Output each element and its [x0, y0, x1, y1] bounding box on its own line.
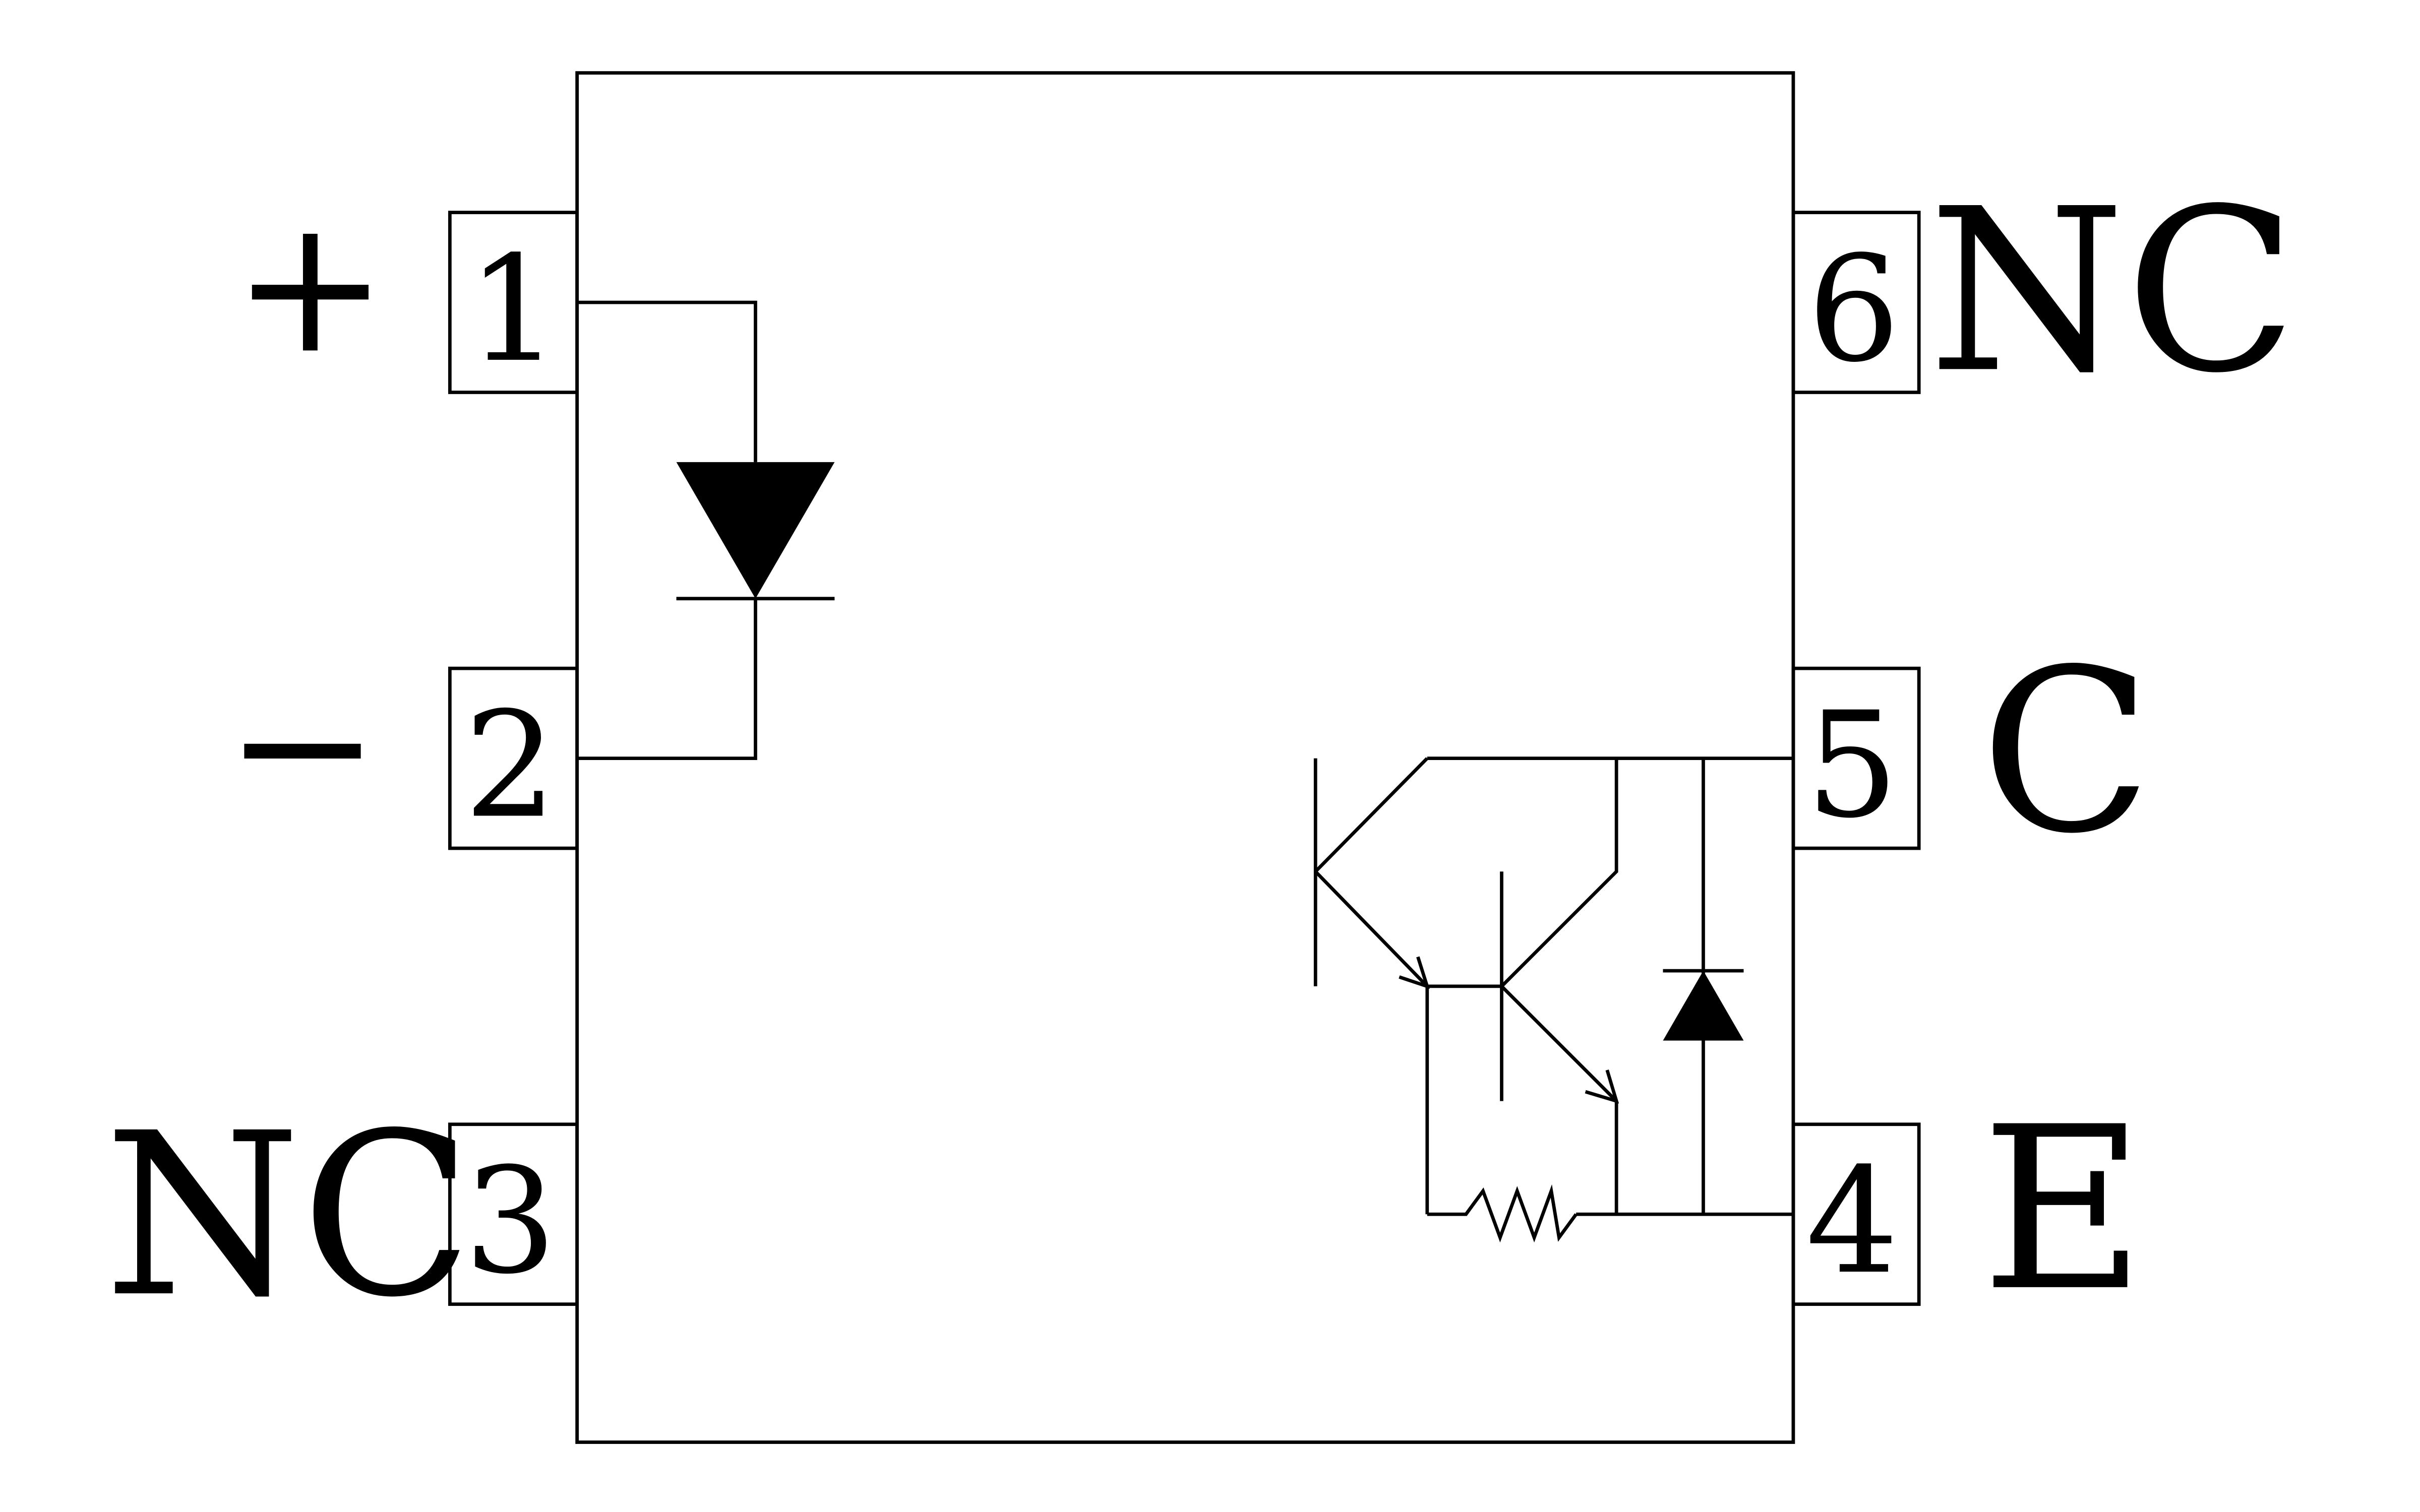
- pin-2-number: 2: [464, 681, 557, 850]
- pin-3-number: 3: [464, 1137, 557, 1306]
- transistor-2-emitter: [1500, 985, 1618, 1103]
- pin-2-label: −: [224, 637, 380, 854]
- pin-4-label: E: [1981, 1079, 2145, 1341]
- pin-4: 4 E: [1791, 1079, 2145, 1341]
- pin-1-label: +: [232, 178, 388, 395]
- pin-1-number: 1: [467, 225, 560, 395]
- pin-3-box: [448, 1122, 579, 1306]
- pin-5: 5 C: [1791, 621, 2152, 883]
- transistor-2-collector-wire: [1500, 758, 1618, 988]
- pin-3-label: NC: [104, 1085, 473, 1347]
- led-cathode-wire: [577, 598, 757, 761]
- led-anode-wire: [577, 300, 757, 462]
- input-led: [577, 300, 835, 761]
- led-triangle: [676, 462, 835, 599]
- diode-triangle: [1663, 971, 1744, 1041]
- resistor: [1427, 1184, 1578, 1243]
- pin-6-box: [1791, 211, 1921, 394]
- transistor-1-collector: [1314, 757, 1429, 873]
- pin-5-label: C: [1980, 621, 2152, 883]
- pin-6: 6 NC: [1791, 161, 2297, 422]
- pin-4-number: 4: [1806, 1137, 1899, 1306]
- pin-1: 1 +: [232, 178, 579, 395]
- pin-2: 2 −: [224, 637, 579, 854]
- transistor-1-emitter: [1314, 870, 1429, 988]
- pin-3: 3 NC: [104, 1085, 579, 1347]
- pin-5-number: 5: [1806, 681, 1899, 850]
- output-darlington-phototransistor: [1313, 757, 1793, 1243]
- pin-6-label: NC: [1928, 161, 2297, 422]
- pin-6-number: 6: [1807, 225, 1900, 395]
